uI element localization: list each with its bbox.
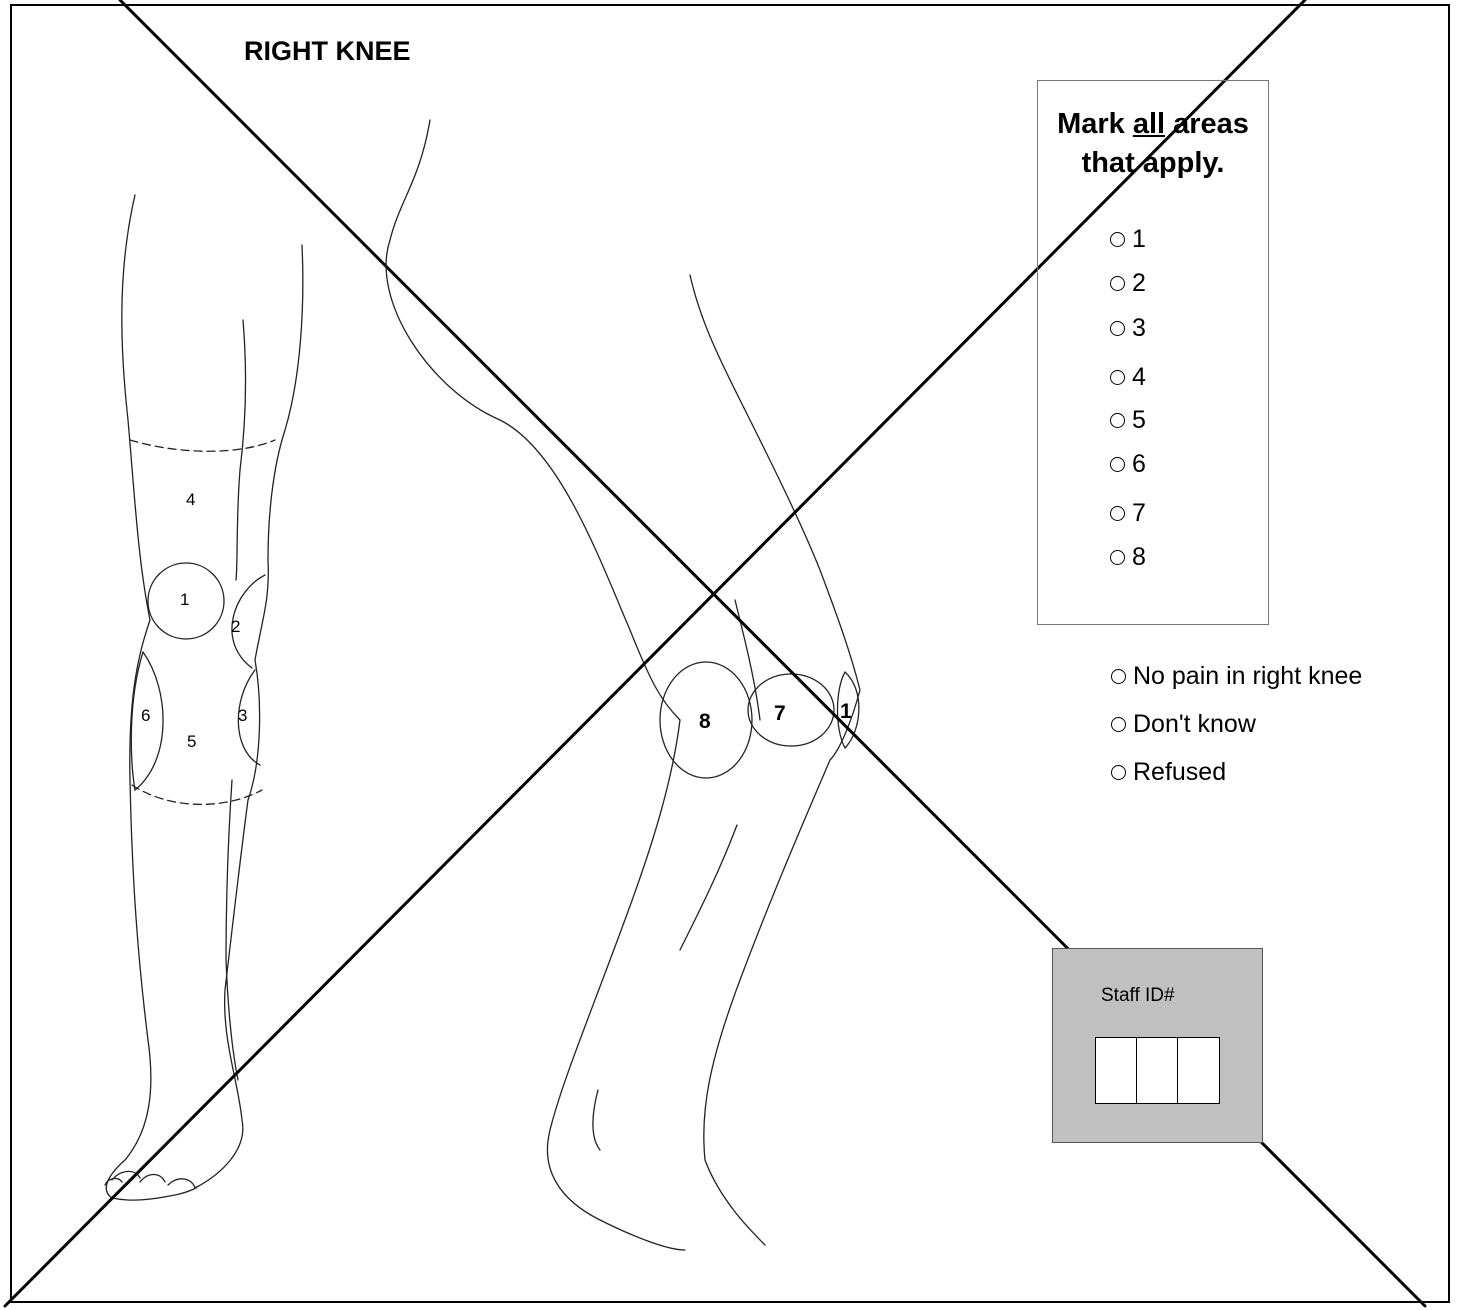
instruction-text: Mark all areas that apply. [1038, 105, 1268, 183]
option-dont-know-label: Don't know [1133, 710, 1256, 739]
instruction-suffix: areas [1165, 108, 1249, 140]
option-refused-label: Refused [1133, 758, 1226, 787]
staff-id-label: Staff ID# [1101, 985, 1175, 1007]
radio-icon[interactable] [1110, 550, 1125, 565]
side-zone-label-8: 8 [699, 710, 711, 734]
radio-icon[interactable] [1110, 370, 1125, 385]
instruction-prefix: Mark [1057, 108, 1133, 140]
radio-icon[interactable] [1110, 457, 1125, 472]
area-option-4[interactable]: 4 [1110, 363, 1146, 392]
option-no-pain-label: No pain in right knee [1133, 662, 1362, 691]
front-leg-outline [105, 195, 303, 1200]
side-zone-label-1: 1 [840, 700, 852, 724]
instruction-underlined: all [1133, 108, 1165, 140]
area-option-label: 6 [1132, 450, 1146, 479]
area-option-label: 2 [1132, 269, 1146, 298]
area-option-5[interactable]: 5 [1110, 406, 1146, 435]
area-option-1[interactable]: 1 [1110, 225, 1146, 254]
area-option-label: 3 [1132, 314, 1146, 343]
radio-icon[interactable] [1111, 669, 1126, 684]
side-zone-label-7: 7 [774, 702, 786, 726]
front-zone-label-2: 2 [231, 617, 240, 637]
radio-icon[interactable] [1110, 506, 1125, 521]
front-zone-label-5: 5 [187, 732, 196, 752]
area-selection-box: Mark all areas that apply. 1 2 3 4 5 6 7… [1037, 80, 1269, 625]
front-zone-label-3: 3 [238, 706, 247, 726]
staff-id-box: Staff ID# [1052, 948, 1263, 1143]
area-option-label: 5 [1132, 406, 1146, 435]
form-title: RIGHT KNEE [244, 36, 411, 67]
staff-id-cell-3[interactable] [1178, 1038, 1219, 1103]
area-option-2[interactable]: 2 [1110, 269, 1146, 298]
instruction-line2: that apply. [1082, 147, 1225, 179]
radio-icon[interactable] [1111, 765, 1126, 780]
area-option-3[interactable]: 3 [1110, 314, 1146, 343]
front-zone-label-1: 1 [180, 590, 189, 610]
area-option-label: 7 [1132, 499, 1146, 528]
area-option-6[interactable]: 6 [1110, 450, 1146, 479]
radio-icon[interactable] [1111, 717, 1126, 732]
radio-icon[interactable] [1110, 232, 1125, 247]
option-no-pain[interactable]: No pain in right knee [1111, 662, 1362, 691]
area-option-label: 1 [1132, 225, 1146, 254]
area-option-label: 4 [1132, 363, 1146, 392]
front-zone-label-4: 4 [186, 490, 195, 510]
area-option-label: 8 [1132, 543, 1146, 572]
area-option-7[interactable]: 7 [1110, 499, 1146, 528]
radio-icon[interactable] [1110, 321, 1125, 336]
area-option-8[interactable]: 8 [1110, 543, 1146, 572]
staff-id-cell-1[interactable] [1096, 1038, 1137, 1103]
front-zone-label-6: 6 [141, 706, 150, 726]
option-refused[interactable]: Refused [1111, 758, 1226, 787]
radio-icon[interactable] [1110, 276, 1125, 291]
staff-id-cell-2[interactable] [1137, 1038, 1178, 1103]
staff-id-cells [1095, 1037, 1220, 1104]
option-dont-know[interactable]: Don't know [1111, 710, 1256, 739]
radio-icon[interactable] [1110, 413, 1125, 428]
